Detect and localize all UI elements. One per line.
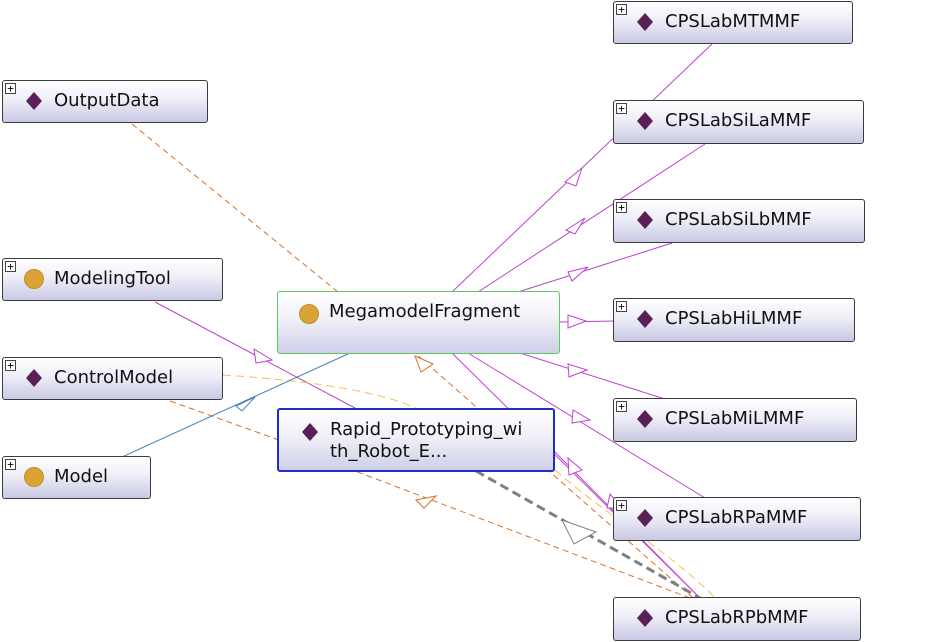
class-circle-icon — [24, 269, 44, 289]
node-label: Model — [54, 466, 109, 487]
edge-rpbmmf-megamodel-orange — [414, 352, 694, 599]
individual-diamond-icon — [637, 609, 653, 627]
arrowhead-milmmf — [567, 363, 589, 378]
node-label: ModelingTool — [54, 268, 171, 289]
node-modelingtool[interactable]: + ModelingTool — [2, 258, 223, 301]
node-cpslabmilmmf[interactable]: + CPSLabMiLMMF — [613, 398, 857, 442]
node-outputdata[interactable]: + OutputData — [2, 80, 208, 123]
arrowhead-gray — [560, 519, 598, 545]
node-cpslabmtmmf[interactable]: + CPSLabMTMMF — [613, 1, 853, 44]
expand-icon[interactable]: + — [616, 301, 627, 312]
node-label: CPSLabMiLMMF — [665, 408, 805, 429]
expand-icon[interactable]: + — [5, 360, 16, 371]
individual-diamond-icon — [637, 310, 653, 328]
individual-diamond-icon — [637, 13, 653, 31]
edge-megamodel-rpbmmf — [451, 352, 701, 599]
node-rapid-prototyping[interactable]: Rapid_Prototyping_with_Robot_E... — [277, 408, 555, 472]
individual-diamond-icon — [637, 509, 653, 527]
edge-megamodel-rpammf — [467, 352, 706, 499]
edge-megamodel-milmmf — [519, 352, 666, 400]
node-label: OutputData — [54, 90, 160, 111]
node-cpslabsilammf[interactable]: + CPSLabSiLaMMF — [613, 100, 864, 144]
expand-icon[interactable]: + — [616, 202, 627, 213]
edge-controlmodel-yellow — [222, 374, 421, 411]
node-cpslabrpbmmf[interactable]: CPSLabRPbMMF — [613, 597, 861, 641]
arrowhead-silammf — [564, 217, 586, 235]
edge-outputdata-megamodel — [131, 123, 339, 293]
class-circle-icon — [24, 467, 44, 487]
node-cpslabsilbmmf[interactable]: + CPSLabSiLbMMF — [613, 199, 865, 243]
individual-diamond-icon — [637, 112, 653, 130]
expand-icon[interactable]: + — [616, 500, 627, 511]
edge-controlmodel-orange — [169, 400, 291, 445]
expand-icon[interactable]: + — [5, 83, 16, 94]
node-cpslabhilmmf[interactable]: + CPSLabHiLMMF — [613, 298, 855, 342]
arrowhead-blue — [235, 396, 256, 412]
expand-icon[interactable]: + — [616, 103, 627, 114]
arrowhead-mtmmf — [564, 166, 584, 187]
node-controlmodel[interactable]: + ControlModel — [2, 357, 223, 400]
expand-icon[interactable]: + — [616, 401, 627, 412]
node-label: CPSLabSiLbMMF — [665, 209, 812, 230]
arrowhead-rpbmmf — [567, 456, 583, 476]
expand-icon[interactable]: + — [616, 4, 627, 15]
node-label: Rapid_Prototyping_with_Robot_E... — [330, 419, 523, 462]
expand-icon[interactable]: + — [5, 459, 16, 470]
node-label: MegamodelFragment — [329, 301, 521, 322]
edge-model-megamodel — [121, 352, 351, 458]
individual-diamond-icon — [637, 211, 653, 229]
arrowhead-hilmmf — [567, 314, 588, 329]
node-label: CPSLabSiLaMMF — [665, 110, 812, 131]
class-circle-icon — [299, 304, 319, 324]
arrowhead-orange-lower — [414, 495, 438, 509]
node-label: CPSLabRPbMMF — [665, 607, 809, 628]
node-label: ControlModel — [54, 367, 174, 388]
node-cpslabrpammf[interactable]: + CPSLabRPaMMF — [613, 497, 861, 541]
arrowhead-modelingtool — [253, 348, 274, 364]
arrowhead-megamodel-orange — [414, 355, 435, 373]
expand-icon[interactable]: + — [5, 261, 16, 272]
edge-megamodel-silbmmf — [517, 242, 673, 293]
individual-diamond-icon — [637, 410, 653, 428]
edge-megamodel-silammf — [477, 143, 706, 293]
node-label: CPSLabMTMMF — [665, 11, 801, 32]
node-megamodelfragment[interactable]: MegamodelFragment — [277, 291, 560, 354]
individual-diamond-icon — [26, 369, 42, 387]
individual-diamond-icon — [302, 423, 318, 441]
individual-diamond-icon — [26, 92, 42, 110]
node-label: CPSLabRPaMMF — [665, 507, 808, 528]
node-model[interactable]: + Model — [2, 456, 151, 499]
arrowhead-rpammf — [571, 409, 592, 424]
node-label: CPSLabHiLMMF — [665, 308, 803, 329]
arrowhead-silbmmf — [567, 266, 589, 282]
